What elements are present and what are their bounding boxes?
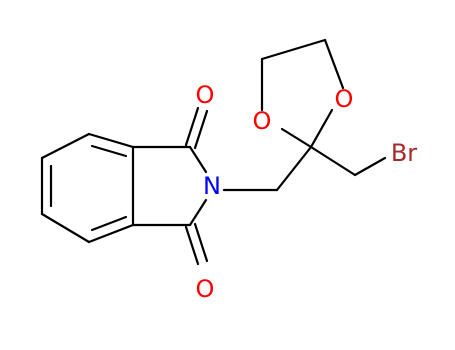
oxygen-atom-label: O [253,107,272,135]
bond [184,225,200,266]
dioxolane-ring [260,38,345,149]
bond [323,38,345,90]
bond [193,222,209,263]
oxygen-atom-label: O [335,85,354,113]
bromine-atom-label: Br [391,139,417,167]
oxygen-atom-label: O [196,81,215,109]
bond [87,132,135,149]
bond [188,145,208,174]
bond [275,145,313,192]
nitrogen-atom-label: N [203,172,221,200]
oxygen-atom-label: O [196,275,215,303]
bond [40,132,91,160]
bond [193,109,209,150]
bond [90,215,128,232]
bond [309,145,357,177]
bond [40,212,91,244]
bond [184,106,200,147]
benzene-ring [40,132,135,244]
bond [280,127,313,149]
bond [87,223,135,244]
bond [260,38,327,61]
imide-ring [131,106,209,266]
bond [90,144,128,158]
bond [353,156,387,177]
bond [188,198,208,227]
bond [309,108,334,149]
